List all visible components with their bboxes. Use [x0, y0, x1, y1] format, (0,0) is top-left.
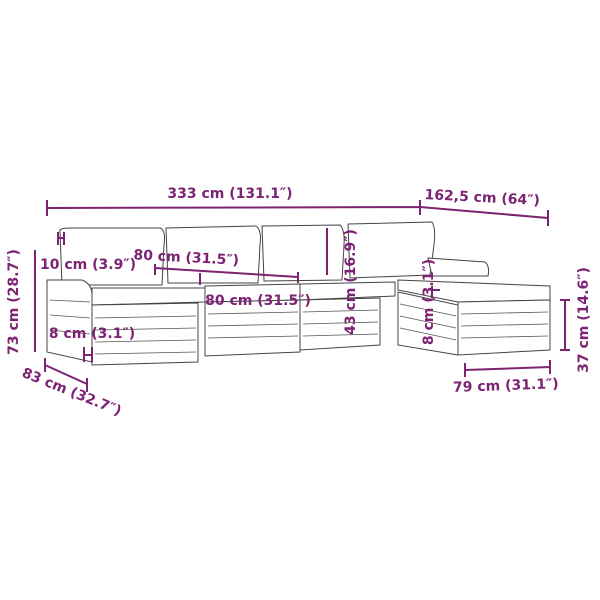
ottoman-width-line — [464, 360, 551, 377]
ottoman-height-line — [560, 299, 570, 351]
depth-line — [44, 358, 88, 392]
leg-width-right-line — [431, 286, 440, 298]
extension-label: 162,5 cm (64″) — [424, 187, 540, 209]
seat-width-top-label: 80 cm (31.5″) — [133, 247, 239, 269]
total-length-line — [46, 200, 421, 216]
extension-line — [419, 206, 549, 226]
armrest-thickness-line — [57, 232, 65, 245]
dimension-lines — [34, 200, 570, 392]
leg-width-left-line — [83, 347, 93, 362]
backrest-height-label: 43 cm (16.9″) — [343, 229, 359, 335]
total-length-label: 333 cm (131.1″) — [167, 186, 292, 202]
leg-width-right-label: 8 cm (3.1″) — [421, 259, 437, 345]
ottoman-height-label: 37 cm (14.6″) — [576, 267, 592, 373]
armrest-thickness-label: 10 cm (3.9″) — [40, 257, 136, 273]
depth-label: 83 cm (32.7″) — [19, 365, 123, 419]
seat-width-label: 80 cm (31.5″) — [205, 293, 311, 309]
ottoman-width-label: 79 cm (31.1″) — [453, 376, 559, 396]
seat-width-top-line — [154, 264, 299, 285]
leg-width-left-label: 8 cm (3.1″) — [49, 326, 135, 342]
total-height-label: 73 cm (28.7″) — [6, 249, 22, 355]
furniture-illustration — [46, 221, 551, 366]
